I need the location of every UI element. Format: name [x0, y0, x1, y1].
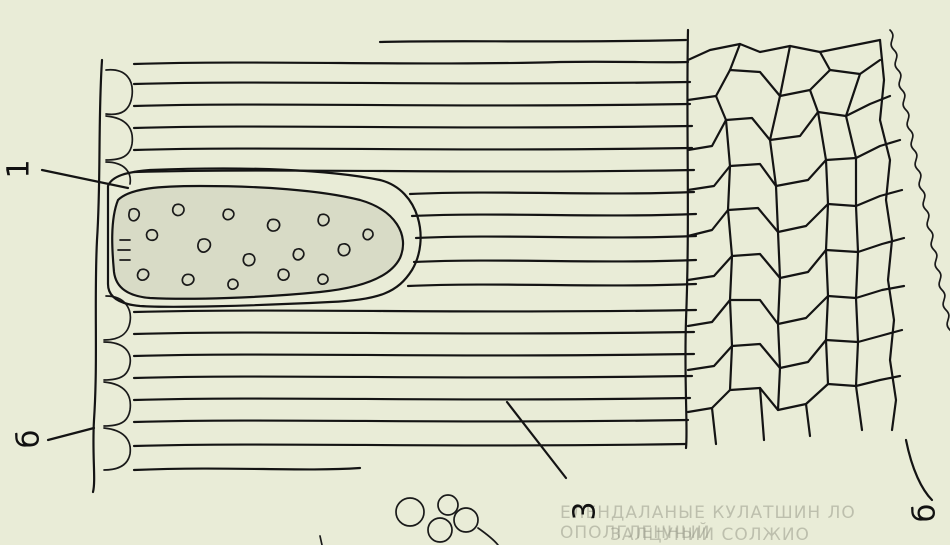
- label-6-left: б: [14, 430, 44, 449]
- leader-line-3: [507, 402, 566, 478]
- label-1: 1: [5, 159, 35, 178]
- right-epidermis-edge: [890, 30, 950, 404]
- label-6-right: б: [910, 504, 940, 523]
- leader-line-6-left: [48, 428, 94, 440]
- granular-inclusion: [112, 186, 403, 299]
- parenchyma-cells: [685, 30, 904, 448]
- bottom-cell-cluster: [320, 495, 498, 545]
- label-3: 3: [571, 501, 601, 520]
- leader-line-6-right: [906, 440, 932, 500]
